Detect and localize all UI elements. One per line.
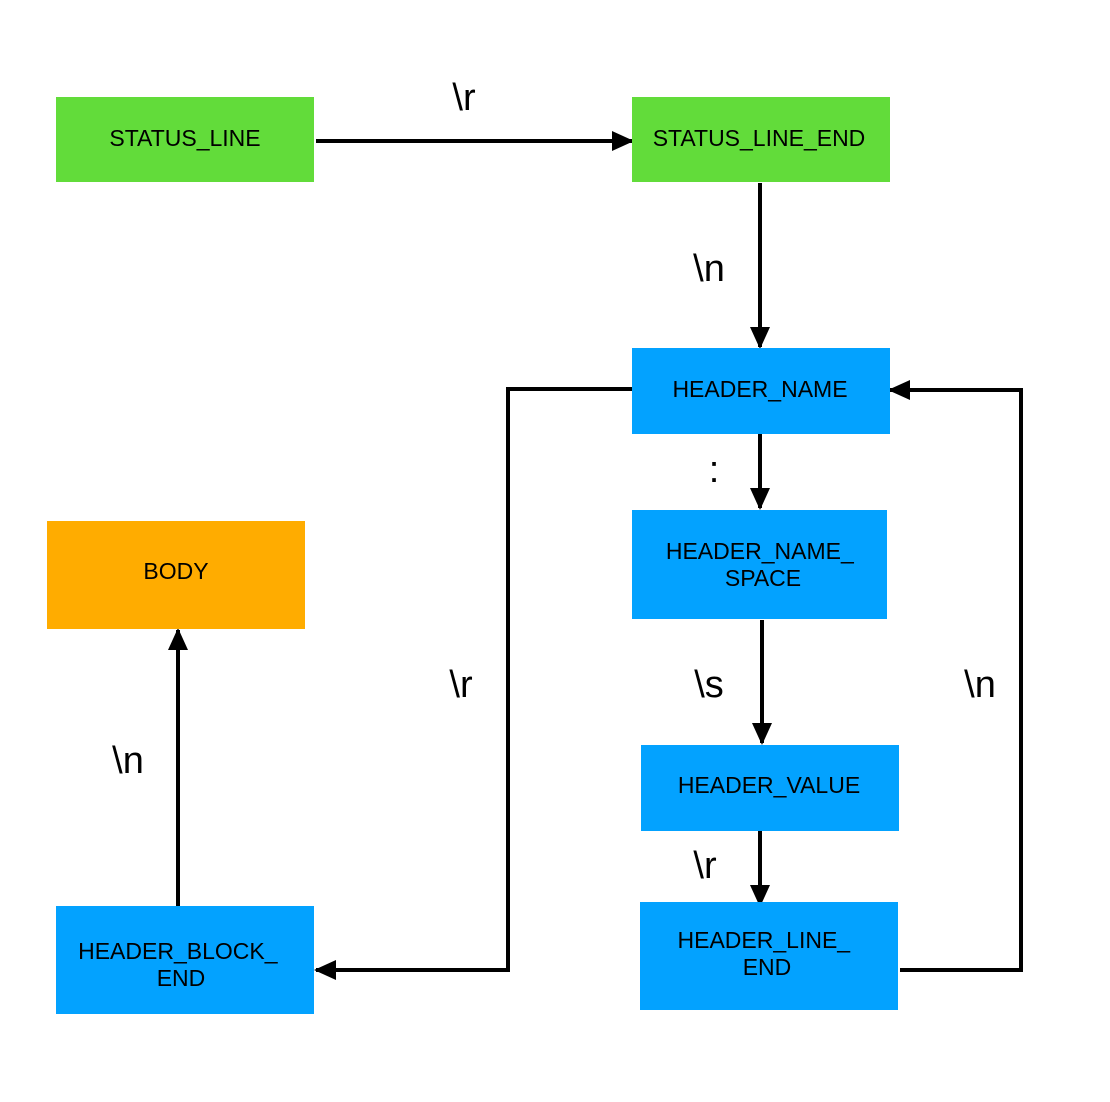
node-status-line-end-label: STATUS_LINE_END	[653, 125, 866, 151]
node-header-line-end-box	[640, 902, 898, 1010]
node-header-value-label: HEADER_VALUE	[678, 772, 860, 798]
edge-label-header-line-end-to-header-name: \n	[964, 664, 996, 706]
node-header-value-label-line-1: HEADER_VALUE	[678, 772, 860, 798]
node-status-line-label: STATUS_LINE	[109, 125, 260, 151]
node-body-label: BODY	[143, 558, 208, 584]
node-status-line[interactable]: STATUS_LINE	[56, 97, 314, 182]
edge-header-name-to-header-block-end	[314, 387, 632, 980]
node-header-block-end-label-line-1: HEADER_BLOCK_	[78, 938, 279, 964]
edge-label-header-name-space-to-header-value: \s	[694, 664, 724, 706]
node-status-line-end-box	[632, 97, 890, 182]
node-body-label-line-1: BODY	[143, 558, 208, 584]
node-header-value-box	[641, 745, 899, 831]
node-header-block-end-label: HEADER_BLOCK_ END	[78, 938, 284, 991]
node-header-block-end-label-line-2: END	[157, 965, 206, 991]
node-status-line-end-label-line-1: STATUS_LINE_END	[653, 125, 866, 151]
node-body[interactable]: BODY	[47, 521, 305, 629]
node-status-line-box	[56, 97, 314, 182]
node-header-block-end[interactable]: HEADER_BLOCK_ END	[56, 906, 314, 1014]
node-header-name-box	[632, 348, 890, 434]
edge-label-status-line-end-to-header-name: \n	[693, 248, 725, 290]
edge-header-line-end-to-header-name	[888, 380, 1023, 972]
nodes: STATUS_LINE STATUS_LINE_END HEADER_NAME …	[47, 97, 899, 1014]
edge-label-header-value-to-header-line-end: \r	[693, 845, 717, 887]
node-header-name-space-label-line-1: HEADER_NAME_	[666, 538, 855, 564]
node-status-line-label-line-1: STATUS_LINE	[109, 125, 260, 151]
node-header-block-end-box	[56, 906, 314, 1014]
edge-label-header-block-end-to-body: \n	[112, 740, 144, 782]
node-header-name-space-box	[632, 510, 887, 619]
node-header-name-space-label: HEADER_NAME_ SPACE	[666, 538, 860, 591]
node-header-value[interactable]: HEADER_VALUE	[641, 745, 899, 831]
edge-label-status-line-to-status-line-end: \r	[452, 77, 476, 119]
node-header-name-label-line-1: HEADER_NAME	[672, 376, 847, 402]
node-header-name[interactable]: HEADER_NAME	[632, 348, 890, 434]
edge-label-header-name-to-header-name-space: :	[709, 449, 720, 491]
edge-labels: \r \n : \s \r \n \r \n	[112, 77, 996, 887]
edges	[168, 131, 1023, 980]
node-header-line-end-label: HEADER_LINE_ END	[678, 927, 857, 980]
node-header-name-space-label-line-2: SPACE	[725, 565, 801, 591]
edge-label-header-name-to-header-block-end: \r	[449, 664, 473, 706]
node-body-box	[47, 521, 305, 629]
node-header-line-end-label-line-2: END	[743, 954, 792, 980]
node-header-line-end[interactable]: HEADER_LINE_ END	[640, 902, 898, 1010]
node-header-line-end-label-line-1: HEADER_LINE_	[678, 927, 852, 953]
node-status-line-end[interactable]: STATUS_LINE_END	[632, 97, 890, 182]
node-header-name-space[interactable]: HEADER_NAME_ SPACE	[632, 510, 887, 619]
node-header-name-label: HEADER_NAME	[672, 376, 847, 402]
